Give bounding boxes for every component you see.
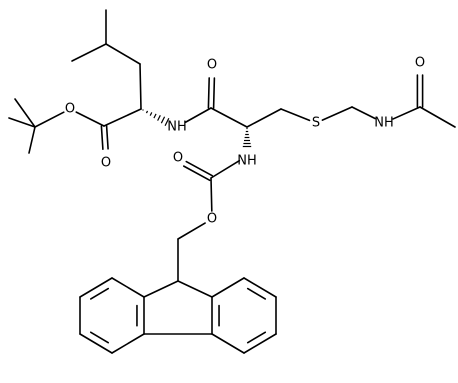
bond-c9-left bbox=[143, 280, 179, 298]
bond-ch2-nh bbox=[351, 106, 376, 120]
bond-ring-r-6 bbox=[211, 277, 245, 298]
atom-label-o-amide: O bbox=[207, 58, 217, 73]
bond-amide-carbonyl-b bbox=[207, 77, 210, 109]
bond-ring-r-3 bbox=[243, 333, 277, 354]
bond-ring-r-5 bbox=[243, 277, 277, 298]
bond-leu-beta bbox=[139, 63, 142, 110]
bond-ring-l-inner-2 bbox=[89, 331, 110, 344]
bond-tbu-methyl-1 bbox=[8, 117, 36, 128]
bond-nh-acetyl bbox=[392, 106, 421, 120]
bond-acetyl-methyl bbox=[419, 106, 456, 128]
bond-carbamate-carbonyl-b bbox=[182, 165, 211, 182]
bond-carbamate-carbonyl-a bbox=[185, 160, 214, 177]
bond-cys-beta bbox=[246, 108, 282, 128]
bond-cys-nh-carbamate bbox=[210, 159, 241, 179]
bond-leu-gamma bbox=[105, 43, 141, 65]
bond-c9-right bbox=[177, 280, 213, 298]
atom-label-nh-leu: NH bbox=[167, 120, 187, 135]
atom-label-layer: O O NH O NH O O S NH O bbox=[65, 56, 425, 227]
bond-carbamate-oxygen bbox=[210, 177, 213, 212]
atom-label-o-fmoc-carbonyl: O bbox=[173, 151, 183, 166]
bond-ester-alpha bbox=[103, 108, 142, 127]
atom-label-o-fmoc-ether: O bbox=[207, 212, 217, 227]
bond-ester-carbonyl-a bbox=[100, 125, 104, 150]
bond-ester-carbonyl-b bbox=[105, 125, 109, 150]
bond-ring-r-inner-2 bbox=[246, 331, 267, 344]
bond-leu-methyl-1 bbox=[71, 43, 107, 62]
atom-label-s-thioether: S bbox=[312, 116, 320, 131]
bond-ring-r-2 bbox=[211, 333, 245, 354]
atom-label-o-ester: O bbox=[65, 102, 75, 117]
bond-tbu-methyl-3 bbox=[14, 98, 36, 128]
bond-fmoc-ch2 bbox=[177, 222, 206, 240]
bond-oxygen-ester-carbon bbox=[75, 111, 105, 127]
bond-tbu-methyl-2 bbox=[28, 126, 36, 154]
bond-layer bbox=[8, 9, 456, 354]
bond-ring-r-inner-3 bbox=[246, 287, 267, 300]
bond-nh-amide-carbon bbox=[184, 107, 212, 123]
bond-ring-l-5 bbox=[79, 277, 113, 298]
stereo-layer bbox=[142, 109, 252, 148]
atom-label-nh-acm: NH bbox=[374, 116, 394, 131]
bond-ring-l-3 bbox=[79, 333, 113, 354]
bond-amide-cys-alpha bbox=[210, 107, 248, 128]
bond-ring-l-inner-3 bbox=[89, 287, 110, 300]
bond-ring-l-2 bbox=[111, 333, 145, 354]
bond-cys-sulfur bbox=[280, 108, 311, 122]
stereo-bond-leu bbox=[142, 109, 170, 127]
atom-label-o-acetyl: O bbox=[415, 56, 425, 71]
atom-label-o-ester-carbonyl: O bbox=[101, 156, 111, 171]
bond-tbu-oxygen bbox=[34, 111, 65, 128]
bond-sulfur-ch2 bbox=[321, 106, 353, 121]
bond-amide-carbonyl-a bbox=[212, 77, 216, 109]
bond-ring-l-6 bbox=[111, 277, 145, 298]
stereo-bond-cys bbox=[242, 127, 252, 148]
atom-label-nh-cys: NH bbox=[237, 154, 257, 169]
